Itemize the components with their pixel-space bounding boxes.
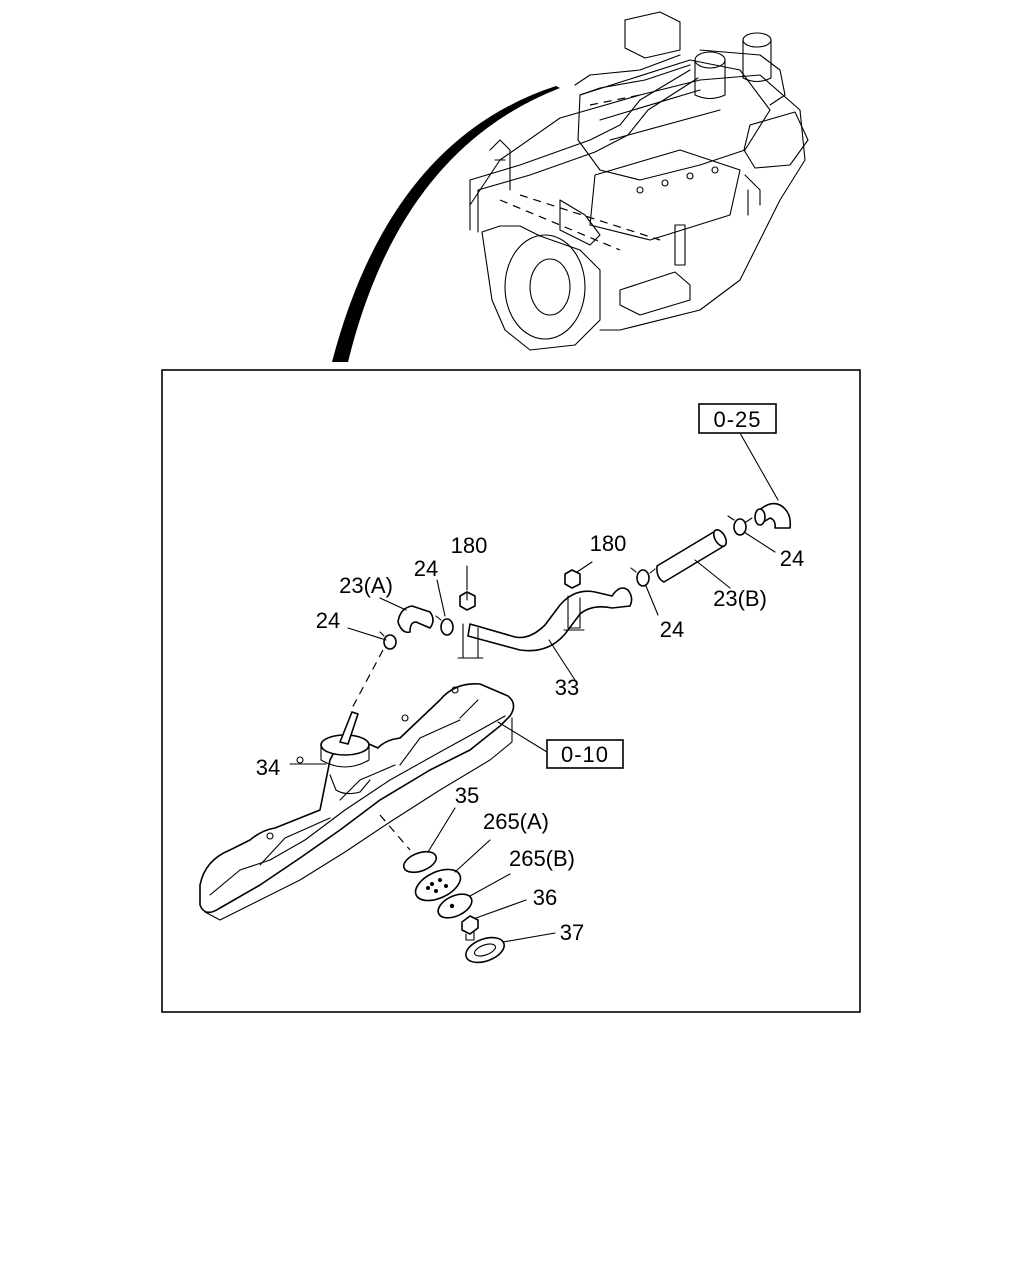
callout-23b: 23(B) bbox=[713, 586, 767, 611]
callout-180-left: 180 bbox=[451, 533, 488, 558]
gasket-35 bbox=[402, 850, 438, 874]
plate-265a bbox=[414, 868, 462, 902]
callout-24-right-mid: 24 bbox=[660, 617, 684, 642]
callout-24-upper-right: 24 bbox=[780, 546, 804, 571]
reference-box-0-10[interactable]: 0-10 bbox=[546, 739, 624, 769]
plate-265b bbox=[437, 893, 473, 919]
callout-34: 34 bbox=[256, 755, 280, 780]
callout-23a: 23(A) bbox=[339, 573, 393, 598]
ring-37 bbox=[465, 936, 505, 964]
detail-frame bbox=[161, 369, 861, 1013]
callout-35: 35 bbox=[455, 783, 479, 808]
callout-180-right: 180 bbox=[590, 531, 627, 556]
overview-leader-arc bbox=[332, 86, 560, 362]
engine-overview-illustration bbox=[469, 11, 809, 351]
callout-36: 36 bbox=[533, 885, 557, 910]
callout-24-top-left: 24 bbox=[414, 556, 438, 581]
nut-180-left bbox=[459, 591, 476, 611]
callout-33: 33 bbox=[555, 675, 579, 700]
clamp-24-right-mid bbox=[630, 567, 656, 587]
elbow-hose-upper-right bbox=[756, 502, 792, 529]
reference-box-0-25[interactable]: 0-25 bbox=[698, 403, 777, 434]
callout-265a: 265(A) bbox=[483, 809, 549, 834]
head-cover-assembly bbox=[199, 683, 515, 921]
water-pipe-33 bbox=[467, 587, 633, 652]
clamp-24-upper-right bbox=[727, 515, 753, 536]
nut-180-right bbox=[564, 569, 581, 589]
clamp-24-top-left bbox=[435, 615, 454, 636]
clamp-24-left bbox=[379, 631, 397, 650]
callout-24-left: 24 bbox=[316, 608, 340, 633]
callout-37: 37 bbox=[560, 920, 584, 945]
reference-label-0-10: 0-10 bbox=[561, 742, 609, 767]
bolt-36 bbox=[461, 915, 479, 941]
callout-265b: 265(B) bbox=[509, 846, 575, 871]
reference-label-0-25: 0-25 bbox=[713, 407, 761, 432]
elbow-hose-23a bbox=[397, 605, 434, 634]
